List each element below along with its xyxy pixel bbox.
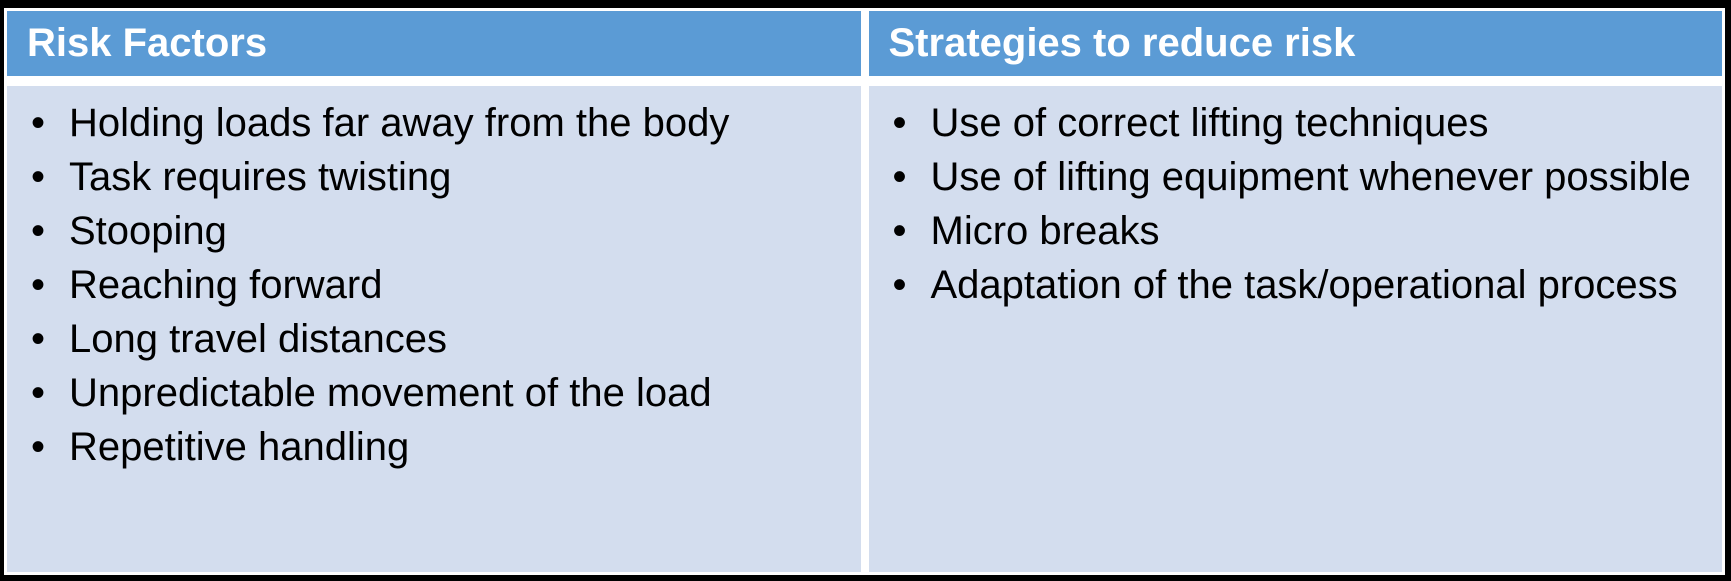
- list-item-text: Use of correct lifting techniques: [930, 101, 1489, 145]
- header-label-risk-factors: Risk Factors: [27, 21, 268, 65]
- header-cell-strategies: Strategies to reduce risk: [868, 11, 1722, 76]
- bullet-icon: •: [892, 209, 907, 253]
- bullet-icon: •: [31, 371, 46, 415]
- bullet-icon: •: [31, 209, 46, 253]
- risk-table: Risk Factors Strategies to reduce risk •…: [7, 11, 1722, 572]
- list-item-text: Reaching forward: [69, 263, 383, 307]
- list-item-text: Stooping: [69, 209, 227, 253]
- list-item-text: Adaptation of the task/operational proce…: [930, 263, 1678, 307]
- list-item-text: Task requires twisting: [69, 155, 452, 199]
- list-item-text: Use of lifting equipment whenever possib…: [930, 155, 1691, 199]
- list-item: • Use of correct lifting techniques: [869, 96, 1708, 150]
- list-item: • Holding loads far away from the body: [7, 96, 846, 150]
- list-item-text: Holding loads far away from the body: [69, 101, 730, 145]
- bullet-icon: •: [892, 101, 907, 145]
- header-cell-risk-factors: Risk Factors: [7, 11, 861, 76]
- body-cell-strategies: • Use of correct lifting techniques • Use o…: [868, 86, 1722, 572]
- bullet-icon: •: [31, 155, 46, 199]
- list-item: • Unpredictable movement of the load: [7, 366, 846, 420]
- bullet-icon: •: [31, 263, 46, 307]
- risk-factors-list: • Holding loads far away from the body • Ta…: [7, 96, 846, 474]
- bullet-icon: •: [31, 317, 46, 361]
- bullet-icon: •: [892, 155, 907, 199]
- list-item: • Long travel distances: [7, 312, 846, 366]
- list-item-text: Long travel distances: [69, 317, 448, 361]
- list-item: • Micro breaks: [869, 204, 1708, 258]
- strategies-list: • Use of correct lifting techniques • Use o…: [869, 96, 1708, 312]
- list-item: • Reaching forward: [7, 258, 846, 312]
- list-item-text: Unpredictable movement of the load: [69, 371, 712, 415]
- bullet-icon: •: [31, 425, 46, 469]
- bullet-icon: •: [31, 101, 46, 145]
- list-item-text: Repetitive handling: [69, 425, 410, 469]
- body-cell-risk-factors: • Holding loads far away from the body • Ta…: [7, 86, 861, 572]
- list-item: • Use of lifting equipment whenever possi…: [869, 150, 1708, 204]
- list-item: • Repetitive handling: [7, 420, 846, 474]
- bullet-icon: •: [892, 263, 907, 307]
- table-frame: Risk Factors Strategies to reduce risk •…: [4, 8, 1725, 575]
- list-item: • Adaptation of the task/operational proc…: [869, 258, 1708, 312]
- list-item-text: Micro breaks: [930, 209, 1160, 253]
- list-item: • Task requires twisting: [7, 150, 846, 204]
- list-item: • Stooping: [7, 204, 846, 258]
- header-label-strategies: Strategies to reduce risk: [888, 21, 1356, 65]
